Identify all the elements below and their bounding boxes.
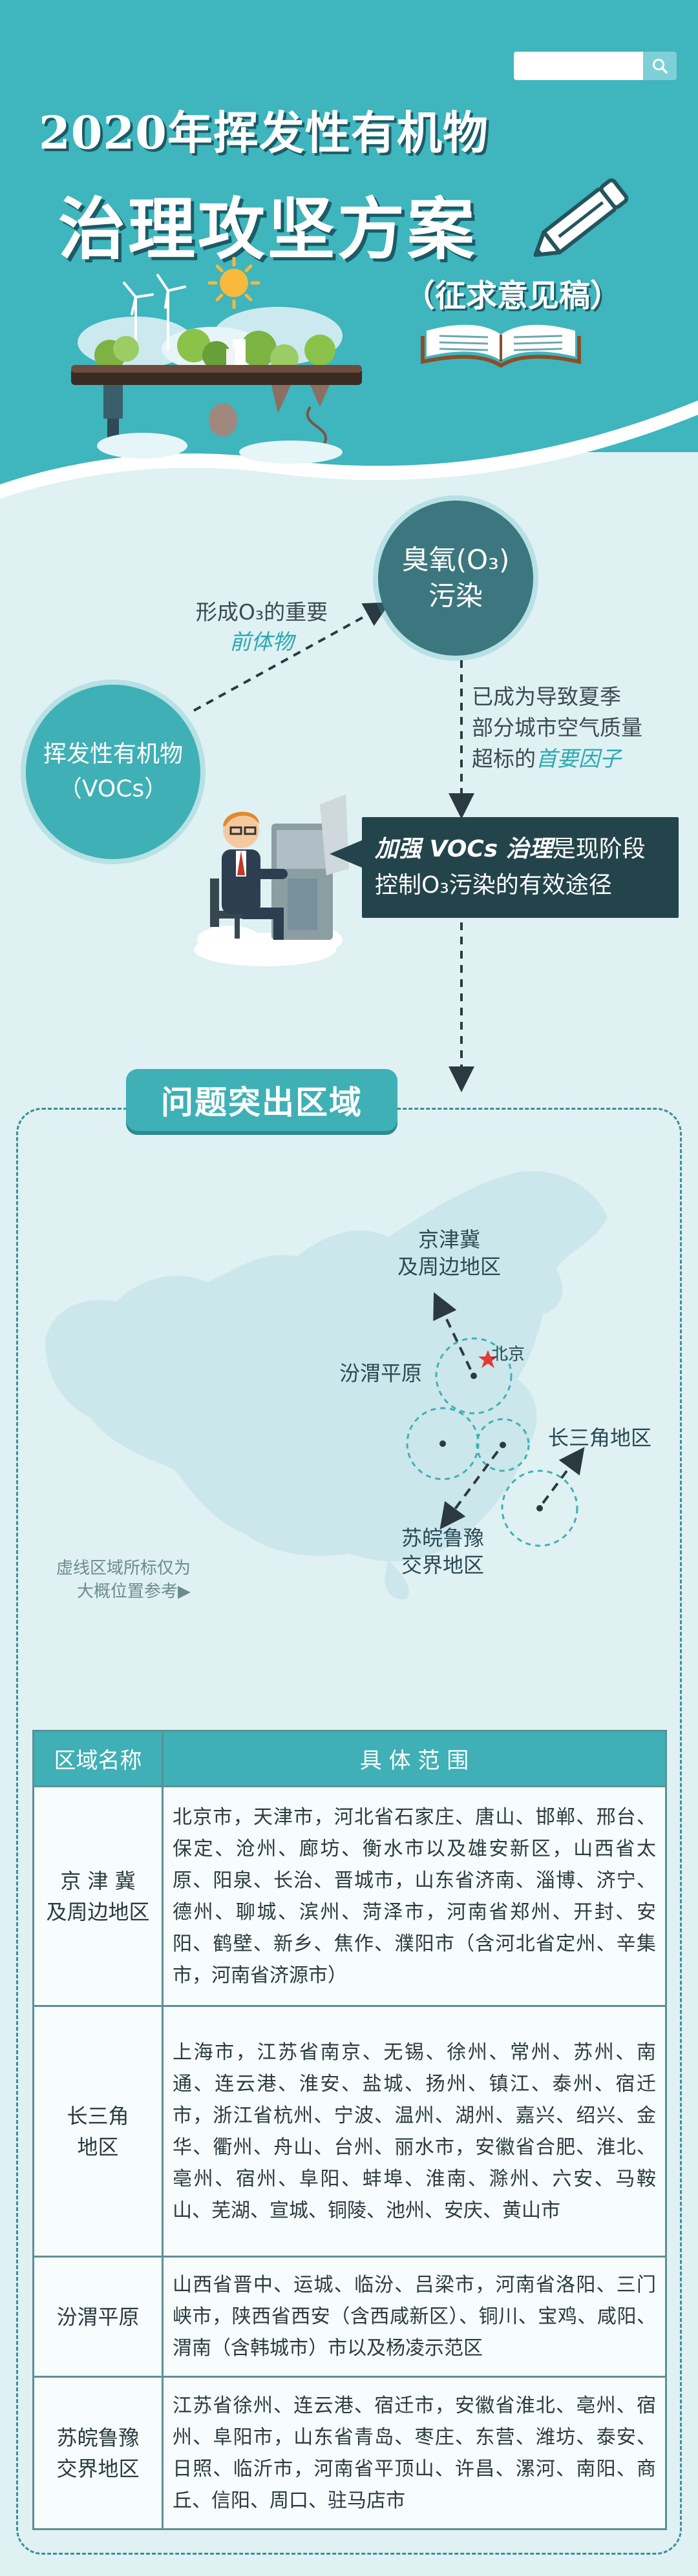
vocs-circle: 挥发性有机物 （VOCs） (26, 685, 200, 859)
region-name-line-2: 地区 (77, 2134, 119, 2159)
region-name-line-1: 汾渭平原 (56, 2304, 140, 2329)
callout-line-1-rest: 是现阶段 (552, 836, 646, 862)
ozone-line-1: 臭氧(O₃) (401, 544, 510, 576)
section-title: 问题突出区域 (126, 1069, 397, 1131)
region-name-line-1: 长三角 (67, 2103, 129, 2128)
title-line-1: 2020年挥发性有机物 (39, 106, 489, 160)
map-label-swly-line-1: 苏皖鲁豫 (401, 1526, 484, 1550)
region-range-cell: 上海市，江苏省南京、无锡、徐州、常州、苏州、南通、连云港、淮安、盐城、扬州、镇江… (162, 2005, 667, 2258)
map-label-jjj: 京津冀 及周边地区 (378, 1226, 520, 1280)
floating-island-illustration (71, 256, 362, 464)
search-button[interactable] (643, 52, 677, 80)
primary-factor-line-1: 已成为导致夏季 (472, 684, 621, 709)
region-name-line-1: 京 津 冀 (60, 1868, 136, 1893)
region-name-line-2: 交界地区 (56, 2456, 140, 2481)
person-at-desk-illustration (194, 795, 349, 966)
title-line-2: 治理攻坚方案 (58, 190, 478, 269)
table-header-range: 具 体 范 围 (162, 1730, 667, 1787)
region-range-cell: 江苏省徐州、连云港、宿迁市，安徽省淮北、亳州、宿州、阜阳市，山东省青岛、枣庄、东… (162, 2376, 667, 2530)
title-line-3: （征求意见稿） (404, 278, 622, 314)
region-range-cell: 北京市，天津市，河北省石家庄、唐山、邯郸、邢台、保定、沧州、廊坊、衡水市以及雄安… (162, 1785, 667, 2007)
region-circle-fenwei (406, 1407, 480, 1480)
table-row: 汾渭平原 山西省晋中、运城、临汾、吕梁市，河南省洛阳、三门峡市，陕西省西安（含西… (32, 2256, 667, 2378)
vocs-line-2: （VOCs） (58, 776, 168, 802)
precursor-line-1: 形成O₃的重要 (195, 599, 328, 625)
magnifier-icon (653, 59, 668, 74)
vocs-governance-callout: 加强 VOCs 治理是现阶段 控制O₃污染的有效途径 (362, 817, 679, 918)
map-label-swly: 苏皖鲁豫 交界地区 (385, 1524, 501, 1579)
region-name-cell: 京 津 冀 及周边地区 (32, 1785, 164, 2007)
ozone-pollution-circle: 臭氧(O₃) 污染 (378, 501, 533, 656)
table-header-row: 区域名称 具 体 范 围 (32, 1730, 667, 1787)
table-row: 长三角 地区 上海市，江苏省南京、无锡、徐州、常州、苏州、南通、连云港、淮安、盐… (32, 2005, 667, 2258)
map-label-swly-line-2: 交界地区 (401, 1553, 484, 1577)
map-label-jjj-line-1: 京津冀 (418, 1227, 480, 1252)
callout-pointer (330, 840, 363, 868)
region-name-line-1: 苏皖鲁豫 (56, 2425, 140, 2450)
ozone-line-2: 污染 (428, 580, 483, 612)
map-note-line-2: 大概位置参考▶ (77, 1582, 191, 1601)
primary-factor-text: 已成为导致夏季 部分城市空气质量 超标的首要因子 (472, 681, 692, 774)
primary-factor-line-2: 部分城市空气质量 (472, 715, 642, 740)
precursor-accent: 前体物 (229, 629, 294, 654)
region-circle-swly (476, 1418, 530, 1472)
pencil-icon (533, 178, 629, 257)
region-circle-jjj (435, 1337, 513, 1415)
table-row: 苏皖鲁豫 交界地区 江苏省徐州、连云港、宿迁市，安徽省淮北、亳州、宿州、阜阳市，… (32, 2376, 667, 2530)
vocs-line-1: 挥发性有机物 (43, 741, 183, 767)
map-label-beijing: 北京 (491, 1345, 525, 1364)
callout-line-1: 加强 VOCs 治理是现阶段 (375, 831, 666, 867)
table-header-region: 区域名称 (32, 1730, 164, 1787)
map-note-line-1: 虚线区域所标仅为 (56, 1559, 191, 1578)
wind-turbine-icon (123, 274, 186, 350)
precursor-text: 形成O₃的重要 前体物 (165, 597, 359, 657)
primary-factor-prefix: 超标的 (472, 746, 536, 771)
header-wave (0, 362, 698, 499)
primary-factor-accent: 首要因子 (536, 746, 621, 771)
search-input[interactable] (514, 52, 643, 80)
map-note: 虚线区域所标仅为 大概位置参考▶ (36, 1557, 191, 1603)
region-table: 区域名称 具 体 范 围 京 津 冀 及周边地区 北京市，天津市，河北省石家庄、… (32, 1730, 667, 2530)
region-name-cell: 长三角 地区 (32, 2005, 164, 2258)
flow-arrows (193, 602, 474, 1092)
map-label-fenwei: 汾渭平原 (339, 1361, 423, 1386)
callout-highlight: 加强 VOCs 治理 (375, 836, 553, 862)
region-name-cell: 苏皖鲁豫 交界地区 (32, 2376, 164, 2530)
map-label-jjj-line-2: 及周边地区 (397, 1254, 501, 1279)
sun-icon (207, 256, 260, 309)
region-name-line-2: 及周边地区 (46, 1899, 150, 1924)
primary-factor-line-3: 超标的首要因子 (472, 743, 692, 774)
table-row: 京 津 冀 及周边地区 北京市，天津市，河北省石家庄、唐山、邯郸、邢台、保定、沧… (32, 1785, 667, 2007)
region-circle-csj (501, 1470, 578, 1547)
callout-line-2: 控制O₃污染的有效途径 (375, 872, 612, 898)
region-name-cell: 汾渭平原 (32, 2256, 164, 2378)
map-label-csj: 长三角地区 (548, 1426, 652, 1450)
open-book-icon (421, 324, 581, 368)
beijing-star-icon (478, 1350, 498, 1368)
china-map-shape (45, 1171, 608, 1562)
china-map (45, 1171, 608, 1599)
region-range-cell: 山西省晋中、运城、临汾、吕梁市，河南省洛阳、三门峡市，陕西省西安（含西咸新区）、… (162, 2256, 667, 2378)
